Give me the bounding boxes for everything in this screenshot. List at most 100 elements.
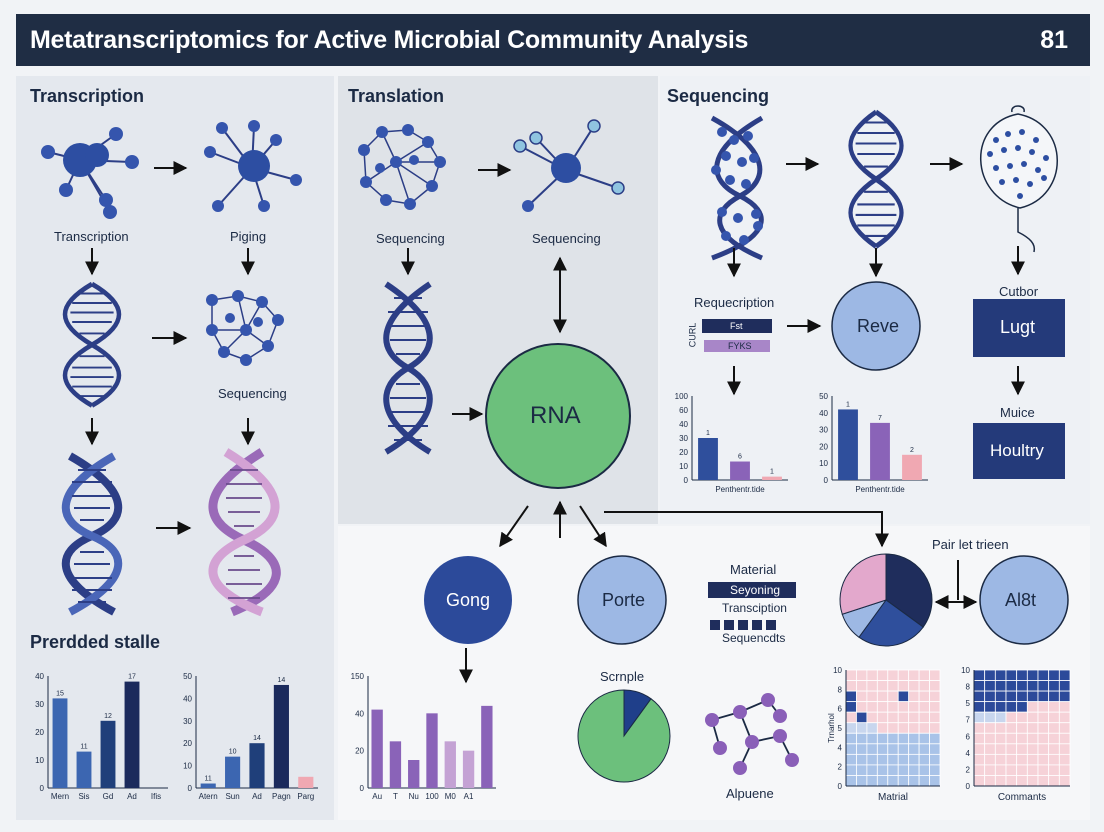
chart-category-label: Nu xyxy=(409,792,419,801)
heatmap-cell xyxy=(856,722,868,734)
chart-tick-label: 2 xyxy=(966,765,971,774)
chart-tick-label: 0 xyxy=(360,784,365,793)
chart-x-label: Penthentr.tide xyxy=(715,485,765,494)
heatmap-cell xyxy=(876,690,889,703)
chart-tick-label: 40 xyxy=(679,420,688,429)
heatmap-cell xyxy=(887,669,899,681)
legend-bar-dark-label: Fst xyxy=(730,321,743,331)
heatmap-cell xyxy=(984,701,996,713)
heatmap-cell xyxy=(887,775,899,787)
heatmap-cell xyxy=(1048,690,1060,703)
heatmap-cell xyxy=(994,775,1007,787)
heatmap-cell xyxy=(866,701,878,713)
heatmap-cell xyxy=(1048,701,1060,713)
heatmap-cell xyxy=(887,753,899,766)
heatmap-cell xyxy=(1058,775,1071,787)
heatmap-cell xyxy=(994,680,1007,692)
heatmap-cell xyxy=(856,775,868,787)
heatmap-cell xyxy=(887,680,899,692)
material-line-2: Transciption xyxy=(722,601,787,615)
heatmap-cell xyxy=(929,743,941,755)
heatmap-cell xyxy=(918,711,930,724)
heatmap-cell xyxy=(1005,753,1018,766)
label-requecription: Requecription xyxy=(694,295,775,310)
page-header: Metatranscriptomics for Active Microbial… xyxy=(16,14,1090,66)
dna-helix-icon xyxy=(65,284,119,406)
heatmap-cell xyxy=(929,764,941,776)
heatmap-cell xyxy=(908,732,920,745)
heatmap-cell xyxy=(845,669,857,681)
heatmap-cell xyxy=(994,722,1007,734)
heatmap-cell xyxy=(845,680,857,692)
heatmap-cell xyxy=(1016,775,1028,787)
heatmap-cell xyxy=(908,669,920,681)
chart-tick-label: 30 xyxy=(819,426,828,435)
heatmap-cell xyxy=(1005,743,1018,755)
heatmap-cell xyxy=(876,680,889,692)
heatmap-cell xyxy=(1016,753,1028,766)
heatmap-cell xyxy=(973,711,986,724)
heatmap-cell xyxy=(887,743,899,755)
heatmap-cell xyxy=(866,680,878,692)
heatmap-cell xyxy=(876,711,889,724)
chart-tick-label: 20 xyxy=(183,739,192,748)
chart-tick-label: 0 xyxy=(838,782,843,791)
heatmap-cell xyxy=(1037,701,1050,713)
dna-helix-icon xyxy=(851,112,902,246)
molecule-icon xyxy=(513,119,625,212)
section-title-sequencing: Sequencing xyxy=(667,86,770,106)
chart-tick-label: 10 xyxy=(819,459,828,468)
al8t-node xyxy=(979,555,1069,645)
chart-category-label: Sis xyxy=(78,792,89,801)
chart-data-label: 6 xyxy=(738,454,742,461)
chart-category-label: M0 xyxy=(445,792,457,801)
chart-bar xyxy=(838,409,858,480)
chart-tick-label: 4 xyxy=(838,743,843,752)
material-line-1: Seyoning xyxy=(730,583,781,597)
chart-tick-label: 20 xyxy=(355,747,364,756)
chart-bar xyxy=(52,698,68,788)
heatmap-cell xyxy=(856,690,868,703)
chart-bar xyxy=(100,720,116,788)
heatmap-cell xyxy=(984,764,996,776)
chart-category-label: A1 xyxy=(464,792,474,801)
heatmap-cell xyxy=(876,764,889,776)
page-title: Metatranscriptomics for Active Microbial… xyxy=(30,26,749,54)
molecule-chain-icon xyxy=(705,693,799,775)
heatmap-cell xyxy=(994,743,1007,755)
chart-pie-slice xyxy=(839,553,887,615)
heatmap-cell xyxy=(929,722,941,734)
heatmap-cell xyxy=(908,711,920,724)
heatmap-cell xyxy=(1037,680,1050,692)
heatmap-cell xyxy=(1026,722,1039,734)
heatmap-cell xyxy=(1005,732,1018,745)
heatmap-cell xyxy=(897,722,910,734)
chart-bar xyxy=(200,783,216,788)
chart-data-label: 10 xyxy=(229,749,237,756)
dna-helix-icon xyxy=(61,452,123,616)
heatmap-cell xyxy=(856,732,868,745)
chart-tick-label: 50 xyxy=(819,392,828,401)
chart-category-label: Atern xyxy=(199,792,218,801)
chart-category-label: Ad xyxy=(252,792,262,801)
chart-data-label: 11 xyxy=(80,744,87,751)
chart-tick-label: 30 xyxy=(679,434,688,443)
label-pair-let-trieen: Pair let trieen xyxy=(932,537,1009,552)
page-number: 81 xyxy=(1040,26,1068,54)
label-transcription: Transcription xyxy=(54,229,129,244)
heatmap-cell xyxy=(1026,753,1039,766)
chart-bar xyxy=(481,705,493,788)
heatmap-cell xyxy=(856,701,868,713)
heatmap-cell xyxy=(1005,711,1018,724)
gong-node xyxy=(424,556,512,644)
heatmap-cell xyxy=(876,753,889,766)
chart-tick-label: 10 xyxy=(833,666,842,675)
heatmap-cell xyxy=(866,669,878,681)
lugt-node-label: Lugt xyxy=(1000,317,1036,337)
chart-data-label: 1 xyxy=(770,469,774,476)
heatmap-cell xyxy=(918,764,930,776)
reve-node xyxy=(831,281,921,371)
chart-tick-label: 40 xyxy=(819,409,828,418)
chart-bar xyxy=(762,476,782,480)
chart-tick-label: 0 xyxy=(188,784,193,793)
